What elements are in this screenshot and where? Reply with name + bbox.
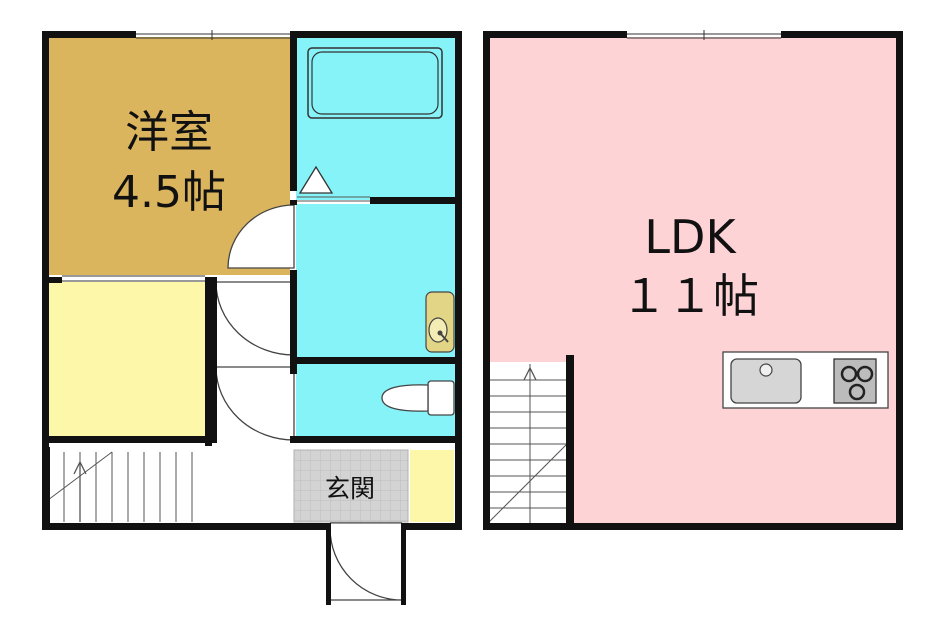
staircase-2f xyxy=(488,364,570,524)
entrance-label: 玄関 xyxy=(325,474,375,503)
western-room-size: 4.5帖 xyxy=(112,167,226,218)
entrance-floor xyxy=(294,450,408,522)
western-room-name: 洋室 xyxy=(125,107,213,158)
staircase-1f xyxy=(47,451,212,522)
first-floor-plan: 洋室 4.5帖 玄関 xyxy=(42,30,462,605)
toilet-fixture xyxy=(381,380,455,416)
walls-1f xyxy=(42,31,462,530)
stove xyxy=(833,358,877,404)
sink xyxy=(730,358,802,404)
second-floor-plan: LDK １１帖 xyxy=(483,30,903,530)
ldk-size: １１帖 xyxy=(621,269,759,323)
ldk-name: LDK xyxy=(644,210,737,264)
closet-floor xyxy=(48,282,210,440)
walls-2f xyxy=(483,31,903,530)
kitchen-counter xyxy=(722,351,889,409)
shoe-closet-floor xyxy=(410,450,454,522)
door-swings-1f xyxy=(215,204,403,601)
washer-space-icon xyxy=(298,165,334,194)
staircase-2f-area xyxy=(489,362,569,524)
